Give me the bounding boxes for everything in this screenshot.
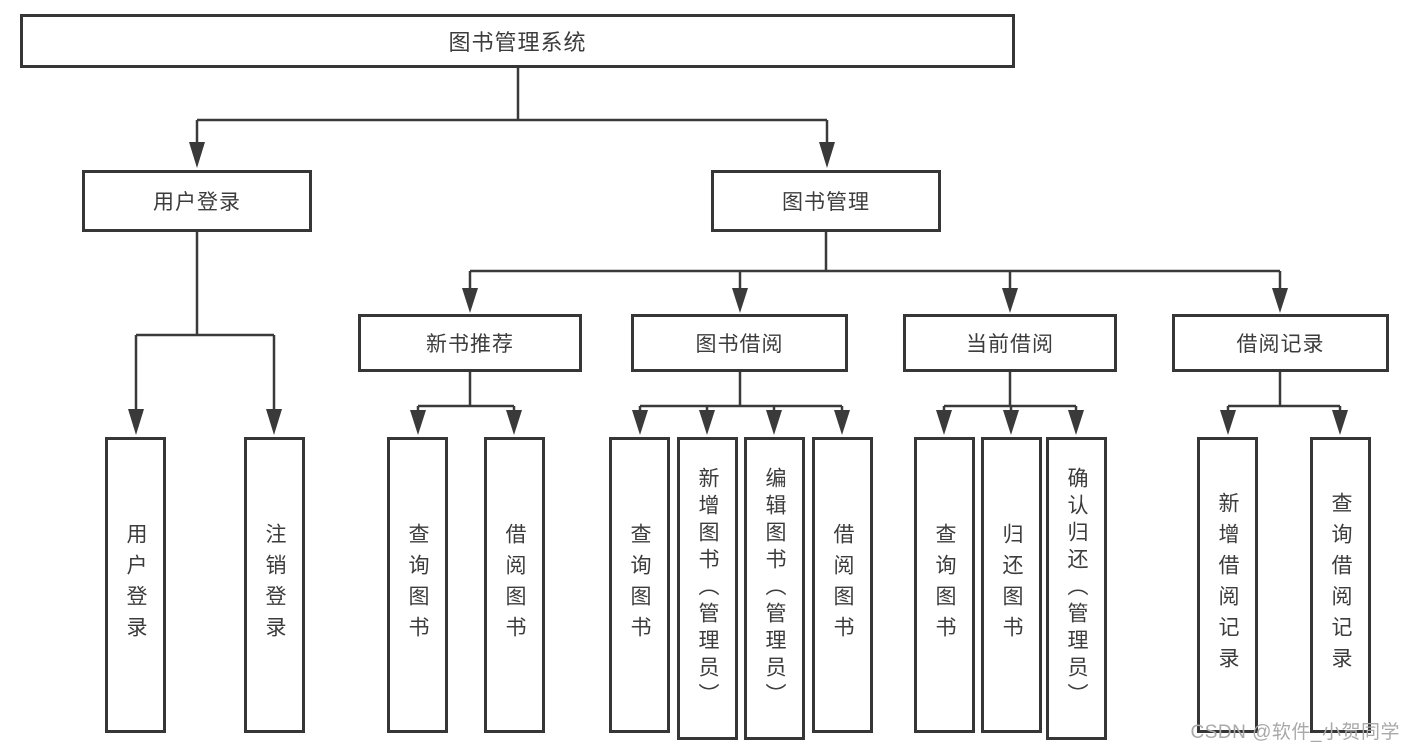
leaf-query-books-borrow: 查询图书 (609, 437, 670, 733)
node-label: 借阅图书 (831, 523, 854, 647)
arrow-down-icon (1220, 410, 1236, 435)
arrow-down-icon (266, 409, 282, 435)
leaf-query-books-recommend: 查询图书 (387, 437, 448, 733)
arrow-down-icon (632, 410, 648, 435)
leaf-logout: 注销登录 (244, 437, 305, 733)
node-label: 用户登录 (124, 523, 147, 647)
node-label: 新书推荐 (426, 333, 514, 356)
node-label: 注销登录 (263, 523, 286, 647)
node-label: 编辑图书（管理员） (763, 467, 786, 710)
arrow-down-icon (128, 409, 144, 435)
node-user-login: 用户登录 (82, 170, 312, 232)
arrow-down-icon (410, 410, 426, 435)
arrow-down-icon (699, 410, 715, 435)
arrow-down-icon (732, 288, 748, 313)
arrow-down-icon (462, 288, 478, 313)
node-label: 图书借阅 (695, 333, 784, 356)
arrow-down-icon (1272, 288, 1288, 313)
node-label: 借阅记录 (1236, 333, 1325, 356)
node-label: 归还图书 (1000, 523, 1023, 647)
arrow-down-icon (834, 410, 850, 435)
arrow-down-icon (1332, 410, 1348, 435)
node-library-system: 图书管理系统 (20, 14, 1015, 68)
leaf-add-books-admin: 新增图书（管理员） (677, 437, 738, 740)
node-label: 查询图书 (406, 523, 429, 647)
node-book-management: 图书管理 (711, 170, 941, 232)
arrow-down-icon (936, 410, 952, 435)
node-label: 用户登录 (153, 191, 241, 214)
leaf-borrow-books-recommend: 借阅图书 (484, 437, 545, 733)
node-new-book-recommend: 新书推荐 (358, 314, 582, 372)
arrow-down-icon (1068, 410, 1084, 435)
leaf-add-borrow-record: 新增借阅记录 (1197, 437, 1258, 733)
node-label: 图书管理系统 (448, 30, 587, 55)
arrow-down-icon (766, 410, 782, 435)
node-label: 新增图书（管理员） (696, 467, 719, 710)
node-label: 查询图书 (628, 523, 651, 647)
leaf-edit-books-admin: 编辑图书（管理员） (744, 437, 805, 740)
arrow-down-icon (1003, 410, 1019, 435)
arrow-down-icon (506, 410, 522, 435)
leaf-confirm-return-admin: 确认归还（管理员） (1046, 437, 1107, 740)
node-borrowing-records: 借阅记录 (1172, 314, 1389, 372)
leaf-borrow-books: 借阅图书 (812, 437, 873, 733)
node-current-borrowing: 当前借阅 (903, 314, 1117, 372)
node-label: 借阅图书 (503, 523, 526, 647)
node-book-borrowing: 图书借阅 (631, 314, 848, 372)
node-label: 确认归还（管理员） (1065, 467, 1088, 710)
leaf-return-books: 归还图书 (981, 437, 1042, 733)
leaf-query-borrow-record: 查询借阅记录 (1310, 437, 1371, 733)
csdn-watermark: CSDN @软件_小贺同学 (1190, 722, 1400, 743)
node-label: 查询图书 (933, 523, 956, 647)
arrow-down-icon (189, 142, 205, 168)
leaf-user-login: 用户登录 (105, 437, 166, 733)
arrow-down-icon (819, 142, 835, 168)
node-label: 图书管理 (782, 191, 870, 214)
leaf-query-books-current: 查询图书 (914, 437, 975, 733)
node-label: 新增借阅记录 (1216, 492, 1239, 678)
arrow-down-icon (1002, 288, 1018, 313)
node-label: 查询借阅记录 (1329, 492, 1352, 678)
node-label: 当前借阅 (966, 333, 1054, 356)
